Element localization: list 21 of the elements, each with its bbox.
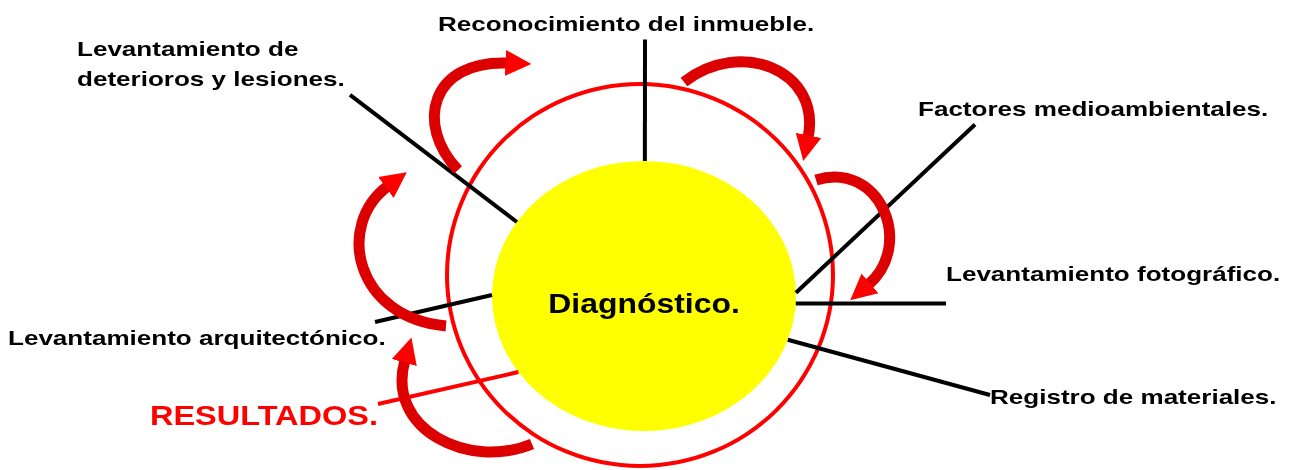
- curved-arrow: [391, 336, 534, 458]
- step-label: Reconocimiento del inmueble.: [438, 8, 815, 40]
- curved-arrow: [429, 50, 532, 174]
- result-label: RESULTADOS.: [150, 398, 378, 435]
- circle-outline: [445, 82, 835, 468]
- leader-line: [794, 123, 977, 295]
- step-label: Levantamiento de deterioros y lesiones.: [77, 34, 365, 95]
- leader-line: [374, 293, 493, 324]
- step-label: Levantamiento fotográfico.: [946, 258, 1281, 304]
- curved-arrow: [353, 170, 447, 332]
- leader-line: [377, 370, 519, 406]
- curved-arrow: [681, 56, 822, 162]
- step-label: Registro de materiales.: [990, 381, 1277, 413]
- curved-arrow: [815, 171, 896, 303]
- leader-line: [795, 301, 946, 306]
- step-label: Levantamiento arquitectónico.: [8, 322, 386, 354]
- step-label: Factores medioambientales.: [918, 93, 1269, 125]
- leader-line: [348, 93, 519, 224]
- center-title: Diagnóstico.: [548, 288, 740, 320]
- leader-line: [787, 337, 991, 397]
- leader-line: [642, 39, 647, 161]
